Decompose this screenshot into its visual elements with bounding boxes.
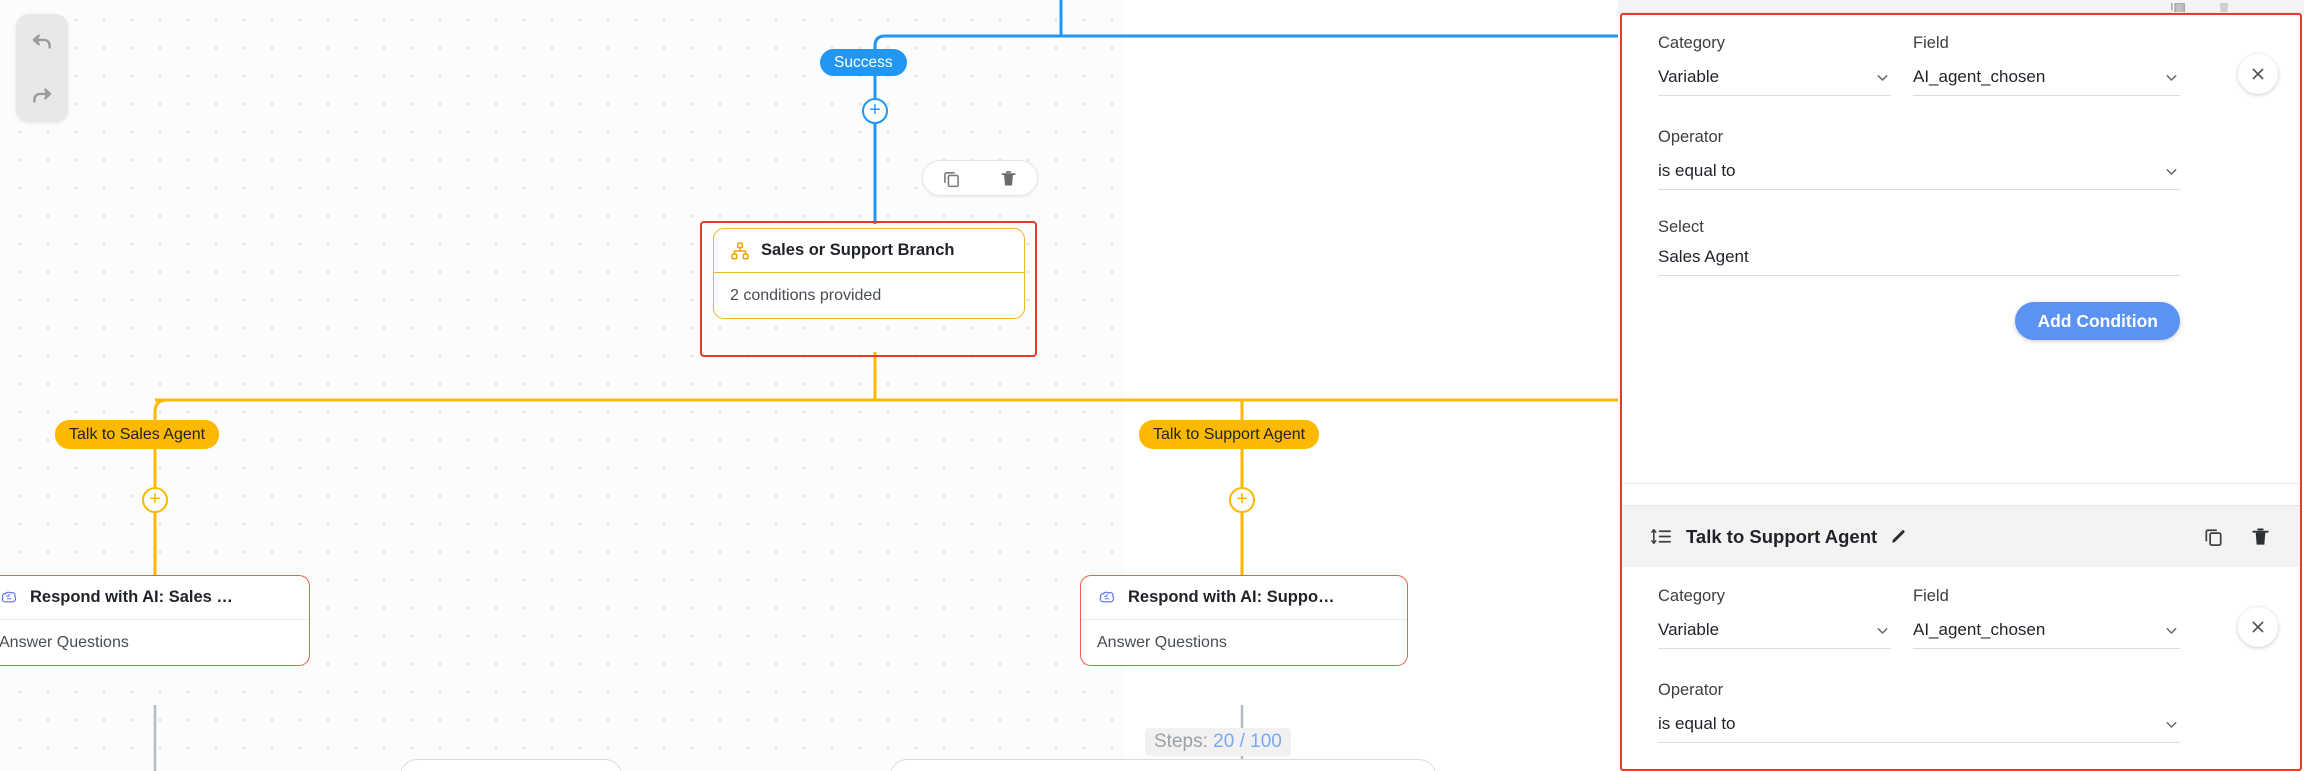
trash-icon <box>2252 528 2269 545</box>
node-sales-or-support-branch[interactable]: Sales or Support Branch 2 conditions pro… <box>713 228 1025 319</box>
remove-condition-button-2[interactable] <box>2238 607 2278 647</box>
reorder-sort-icon[interactable] <box>1650 525 1680 548</box>
close-x-icon <box>2252 621 2264 633</box>
flow-canvas[interactable]: Success + <box>0 0 1618 771</box>
category-field-row: Category Variable Field AI_agent_chosen <box>1658 34 2264 96</box>
condition-editor-panel: Category Variable Field AI_agent_chosen <box>1618 0 2304 771</box>
field-value: AI_agent_chosen <box>1913 620 2046 639</box>
section-title: Talk to Support Agent <box>1686 525 1878 547</box>
category-select-1[interactable]: Category Variable <box>1658 34 1891 96</box>
category-select-2[interactable]: Category Variable <box>1658 587 1891 649</box>
trash-icon[interactable] <box>2214 3 2234 12</box>
undo-arrow-icon <box>32 34 51 49</box>
field-label: Field <box>1913 587 1949 605</box>
copy-icon[interactable] <box>2168 3 2188 12</box>
chevron-down-icon <box>2163 622 2180 639</box>
category-value: Variable <box>1658 67 1720 86</box>
category-label: Category <box>1658 34 1725 52</box>
operator-label: Operator <box>1658 128 1724 146</box>
remove-condition-button-1[interactable] <box>2238 54 2278 94</box>
node-header: Respond with AI: Sales … <box>0 576 309 620</box>
add-step-button-support[interactable]: + <box>1229 487 1255 513</box>
category-value: Variable <box>1658 620 1720 639</box>
duplicate-node-button[interactable] <box>937 163 967 193</box>
section-header-talk-to-support-agent[interactable]: Talk to Support Agent <box>1622 505 2300 567</box>
node-respond-with-ai-sales[interactable]: Respond with AI: Sales … Answer Question… <box>0 575 310 666</box>
node-subtitle: Answer Questions <box>0 633 129 651</box>
chevron-down-icon <box>2163 716 2180 733</box>
plus-icon: + <box>149 488 161 510</box>
select-label: Select <box>1658 218 1704 236</box>
bottom-toolbar-left[interactable] <box>400 759 622 771</box>
brain-ai-icon <box>0 588 19 608</box>
redo-button[interactable] <box>25 78 59 112</box>
plus-icon: + <box>869 99 881 121</box>
steps-counter: Steps: 20 / 100 <box>1145 728 1291 756</box>
category-field-row: Category Variable Field AI_agent_chosen <box>1658 587 2264 649</box>
close-x-icon <box>2252 68 2264 80</box>
field-value: AI_agent_chosen <box>1913 67 2046 86</box>
operator-select-1[interactable]: Operator is equal to <box>1658 128 2180 190</box>
node-header: Respond with AI: Suppo… <box>1081 576 1407 620</box>
condition-block-2: Category Variable Field AI_agent_chosen <box>1622 567 2300 771</box>
node-subtitle: Answer Questions <box>1097 633 1227 651</box>
duplicate-section-button[interactable] <box>2202 525 2225 548</box>
node-subtitle: 2 conditions provided <box>730 286 882 304</box>
edge-label-success[interactable]: Success <box>820 49 907 76</box>
plus-icon: + <box>1236 488 1248 510</box>
history-dock <box>16 14 68 122</box>
panel-top-strip <box>1618 0 2304 13</box>
panel-divider <box>1622 483 2300 484</box>
bottom-toolbar-right[interactable] <box>890 759 1436 771</box>
node-title: Respond with AI: Sales … <box>30 588 233 606</box>
operator-value: is equal to <box>1658 161 1736 180</box>
steps-label: Steps: <box>1154 731 1208 752</box>
delete-node-button[interactable] <box>994 163 1024 193</box>
chevron-down-icon <box>1874 622 1891 639</box>
chevron-down-icon <box>2163 163 2180 180</box>
operator-value: is equal to <box>1658 714 1736 733</box>
node-action-toolbar <box>922 160 1038 196</box>
chevron-down-icon <box>1874 69 1891 86</box>
add-step-button-success[interactable]: + <box>862 98 888 124</box>
field-label: Field <box>1913 34 1949 52</box>
field-select-1[interactable]: Field AI_agent_chosen <box>1913 34 2180 96</box>
operator-label: Operator <box>1658 681 1724 699</box>
node-respond-with-ai-support[interactable]: Respond with AI: Suppo… Answer Questions <box>1080 575 1408 666</box>
category-label: Category <box>1658 587 1725 605</box>
field-select-2[interactable]: Field AI_agent_chosen <box>1913 587 2180 649</box>
chevron-down-icon <box>2163 69 2180 86</box>
delete-section-button[interactable] <box>2249 525 2272 548</box>
copy-icon <box>944 171 959 187</box>
node-title: Respond with AI: Suppo… <box>1128 588 1335 606</box>
copy-icon <box>2205 529 2222 546</box>
undo-button[interactable] <box>25 24 59 58</box>
select-value-1[interactable]: Select Sales Agent <box>1658 218 2180 276</box>
sitemap-branch-icon <box>730 241 750 261</box>
node-title: Sales or Support Branch <box>761 241 955 259</box>
select-value: Sales Agent <box>1658 247 1749 266</box>
steps-value: 20 / 100 <box>1213 731 1282 752</box>
pencil-edit-icon[interactable] <box>1889 527 1908 546</box>
edge-label-talk-to-sales-agent[interactable]: Talk to Sales Agent <box>55 420 220 449</box>
redo-arrow-icon <box>33 88 52 103</box>
condition-block-1: Category Variable Field AI_agent_chosen <box>1622 14 2300 352</box>
trash-icon <box>1001 170 1016 185</box>
operator-select-2[interactable]: Operator is equal to <box>1658 681 2180 743</box>
brain-ai-icon <box>1097 588 1117 608</box>
add-step-button-sales[interactable]: + <box>142 487 168 513</box>
edge-label-talk-to-support-agent[interactable]: Talk to Support Agent <box>1139 420 1320 449</box>
add-condition-button[interactable]: Add Condition <box>2015 302 2180 340</box>
node-header: Sales or Support Branch <box>714 229 1024 273</box>
